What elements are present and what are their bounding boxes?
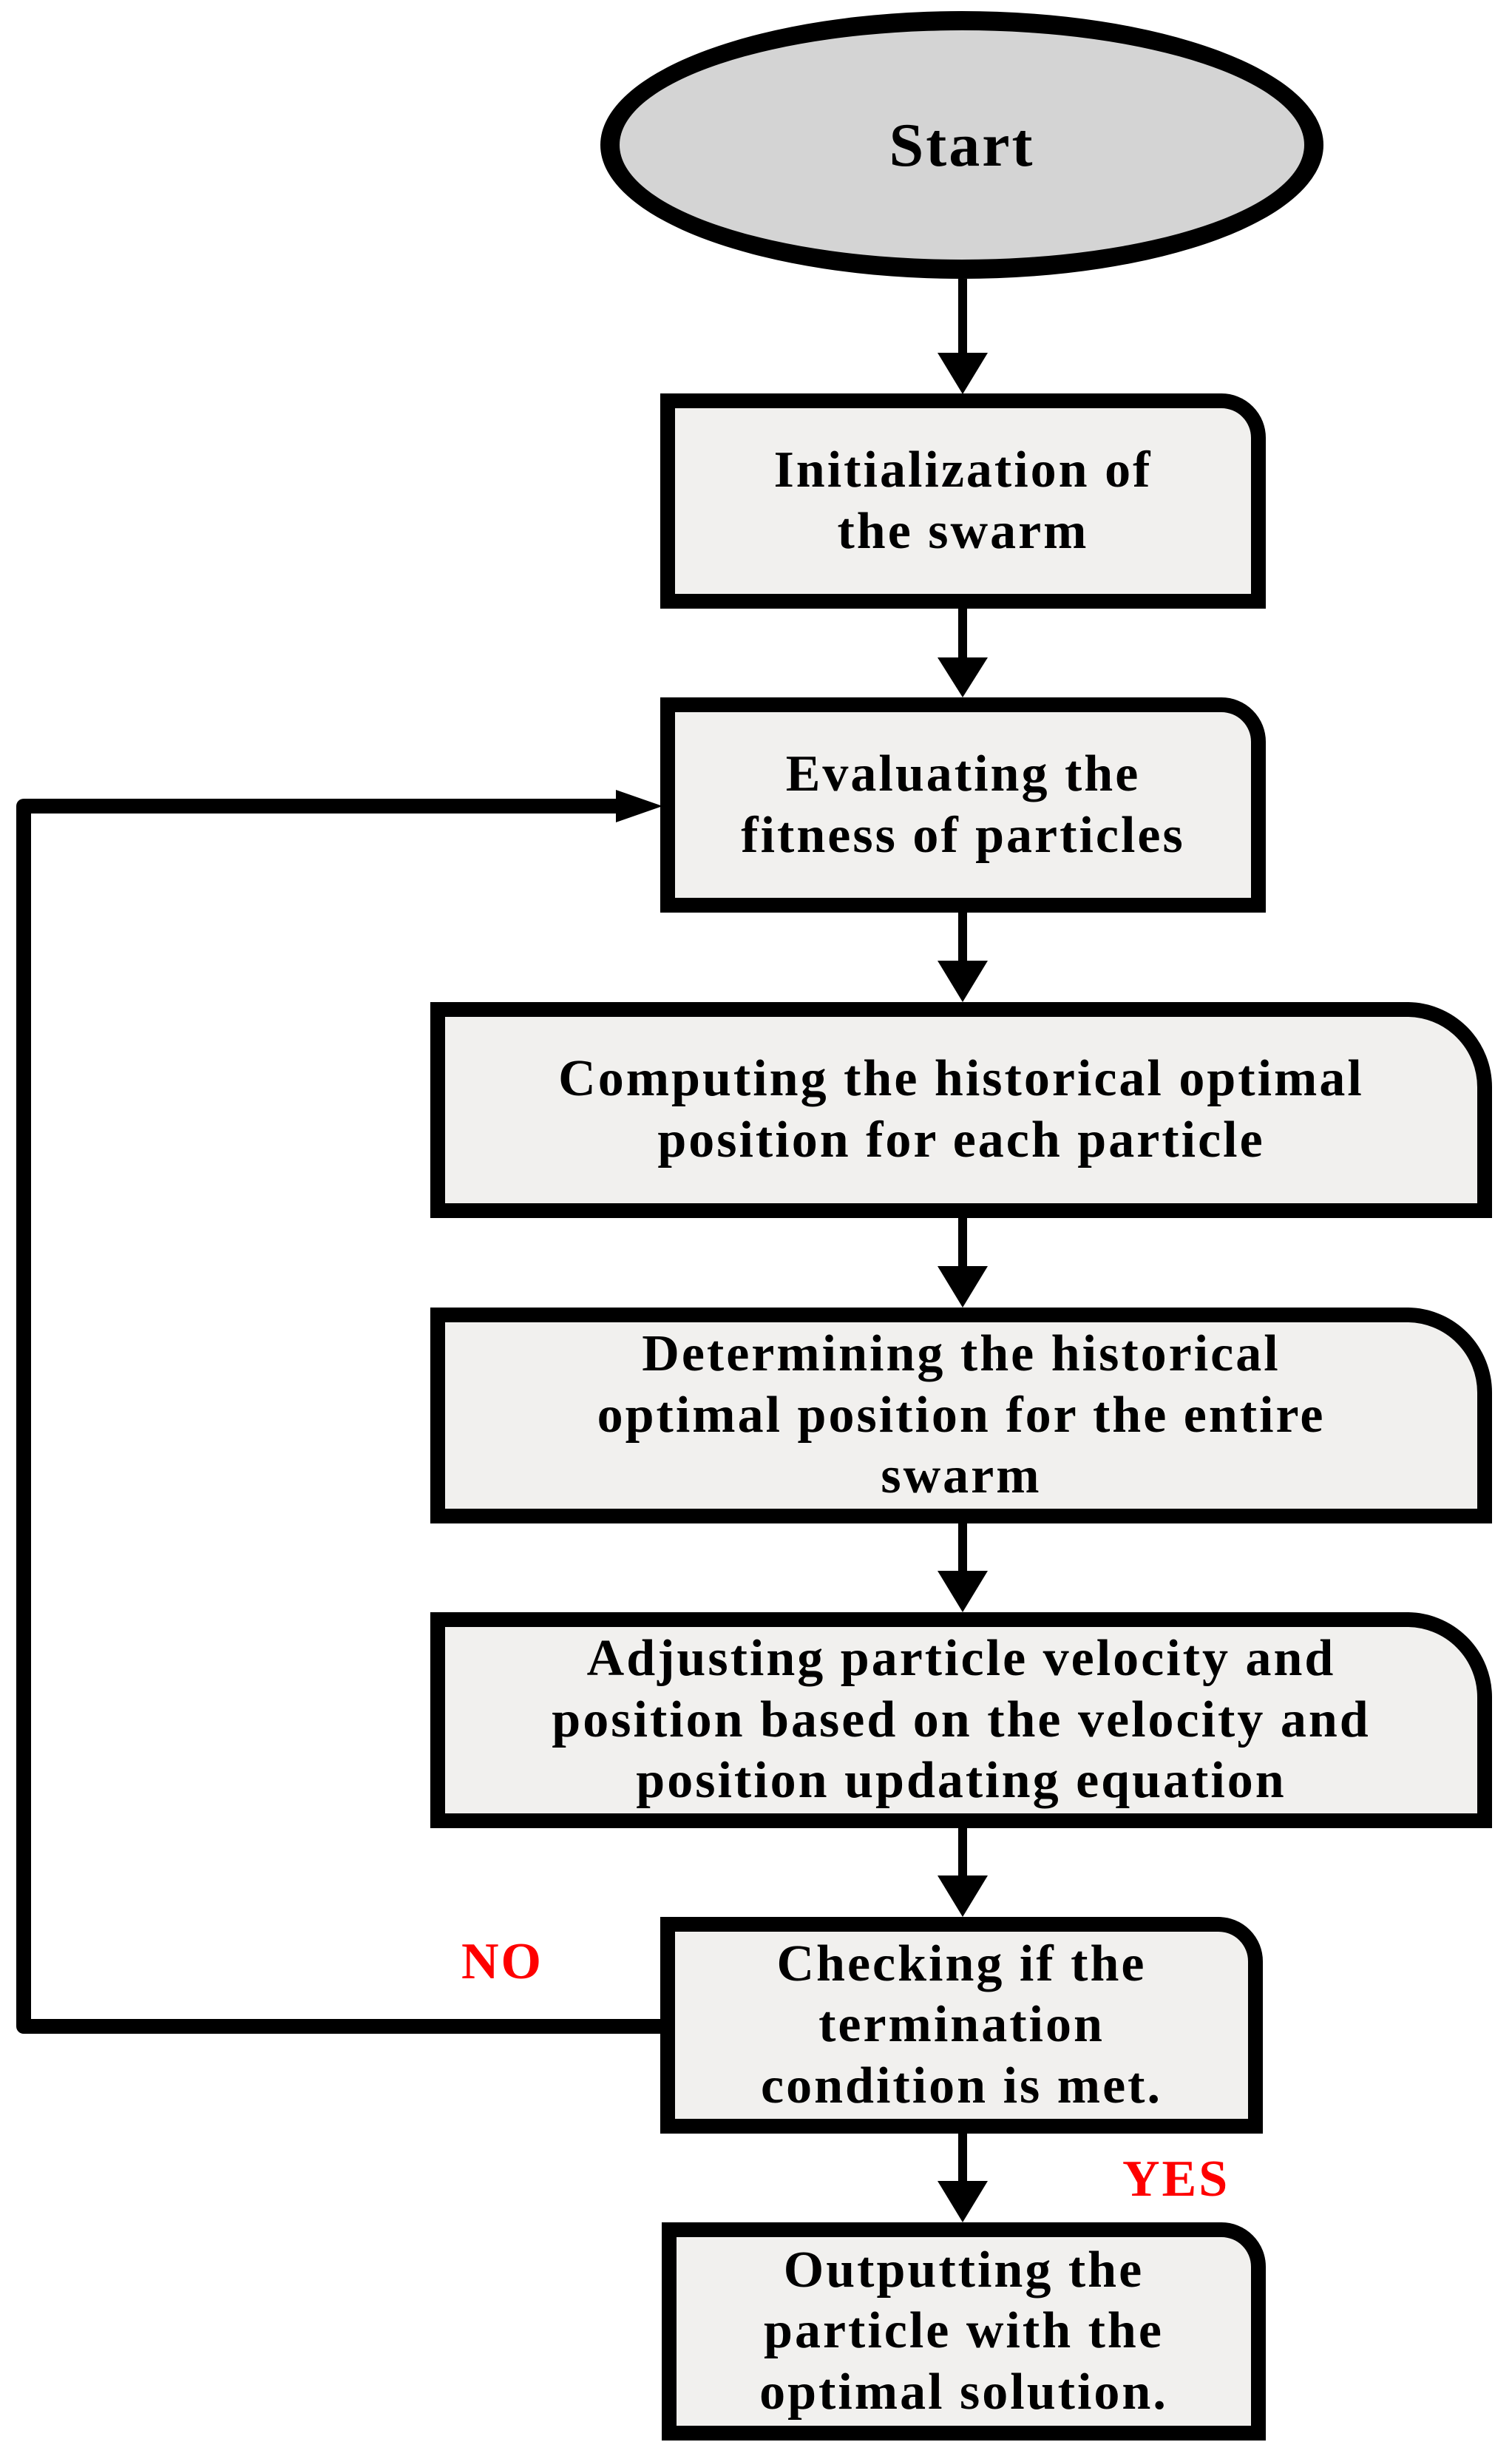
evaluate-fitness-box: Evaluating the fitness of particles — [660, 697, 1266, 913]
initialization-label: Initialization of the swarm — [773, 441, 1153, 560]
update-velocity-position-label: Adjusting particle velocity and position… — [552, 1630, 1371, 1810]
loop-connector-no — [16, 799, 660, 2034]
start-terminator: Start — [600, 11, 1323, 279]
loop-arrowhead-no — [616, 790, 662, 822]
arrowhead-init-evaluate — [938, 657, 988, 697]
initialization-box: Initialization of the swarm — [660, 393, 1266, 609]
no-edge-label: NO — [461, 1933, 543, 1990]
arrowhead-start-init — [938, 353, 988, 394]
termination-check-label: Checking if the termination condition is… — [761, 1935, 1162, 2114]
termination-check-box: Checking if the termination condition is… — [660, 1917, 1263, 2134]
update-velocity-position-box: Adjusting particle velocity and position… — [430, 1612, 1492, 1828]
determine-gbest-box: Determining the historical optimal posit… — [430, 1308, 1492, 1523]
arrowhead-determine-adjust — [938, 1571, 988, 1612]
arrowhead-evaluate-compute — [938, 961, 988, 1002]
determine-gbest-label: Determining the historical optimal posit… — [597, 1325, 1326, 1505]
output-solution-label: Outputting the particle with the optimal… — [759, 2241, 1168, 2421]
arrowhead-check-output — [938, 2181, 988, 2222]
start-label: Start — [889, 110, 1035, 180]
compute-pbest-label: Computing the historical optimal positio… — [558, 1050, 1364, 1168]
evaluate-fitness-label: Evaluating the fitness of particles — [741, 745, 1185, 864]
arrowhead-compute-determine — [938, 1266, 988, 1308]
arrowhead-adjust-check — [938, 1875, 988, 1917]
yes-edge-label: YES — [1122, 2151, 1230, 2208]
compute-pbest-box: Computing the historical optimal positio… — [430, 1002, 1492, 1218]
output-solution-box: Outputting the particle with the optimal… — [662, 2222, 1266, 2441]
